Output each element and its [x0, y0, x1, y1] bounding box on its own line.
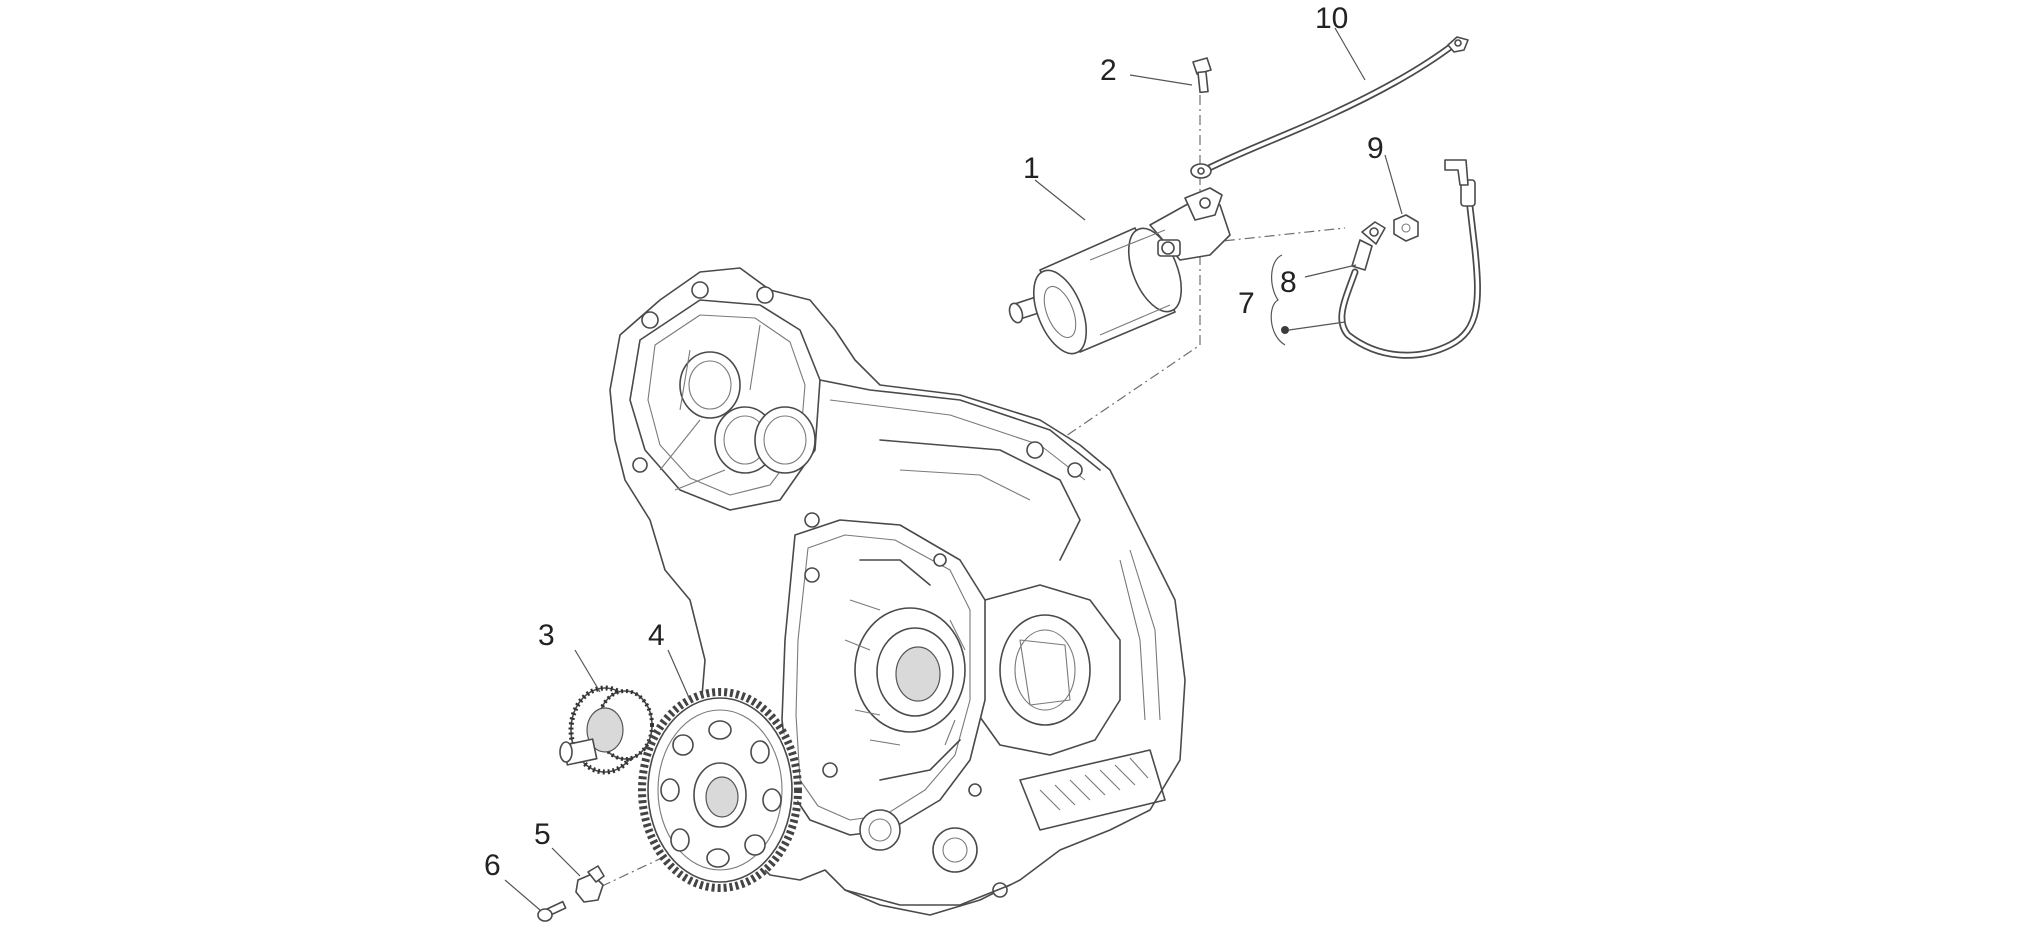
- starter-motor: [1008, 187, 1231, 355]
- callout-labels: 1 2 3 4 5 6 7 8 9 10: [484, 2, 1384, 882]
- callout-2: 2: [1100, 54, 1117, 87]
- lock-plate-part-5: [575, 865, 605, 903]
- callout-3: 3: [538, 619, 555, 652]
- callout-4: 4: [648, 619, 665, 652]
- nut-part-9: [1393, 214, 1419, 242]
- starter-cable-part-7: [1338, 159, 1481, 359]
- idler-gear-part-3: [559, 685, 654, 775]
- ring-gear-part-4: [638, 688, 802, 892]
- screw-part-2: [1192, 57, 1212, 94]
- callout-1: 1: [1023, 152, 1040, 185]
- callout-10: 10: [1315, 2, 1348, 35]
- callout-7: 7: [1238, 287, 1255, 320]
- ground-cable-part-10: [1190, 36, 1469, 179]
- leader-lines: [504, 27, 1403, 911]
- callout-9: 9: [1367, 132, 1384, 165]
- screw-part-6: [537, 900, 567, 922]
- callout-5: 5: [534, 818, 551, 851]
- callout-6: 6: [484, 849, 501, 882]
- callout-8: 8: [1280, 266, 1297, 299]
